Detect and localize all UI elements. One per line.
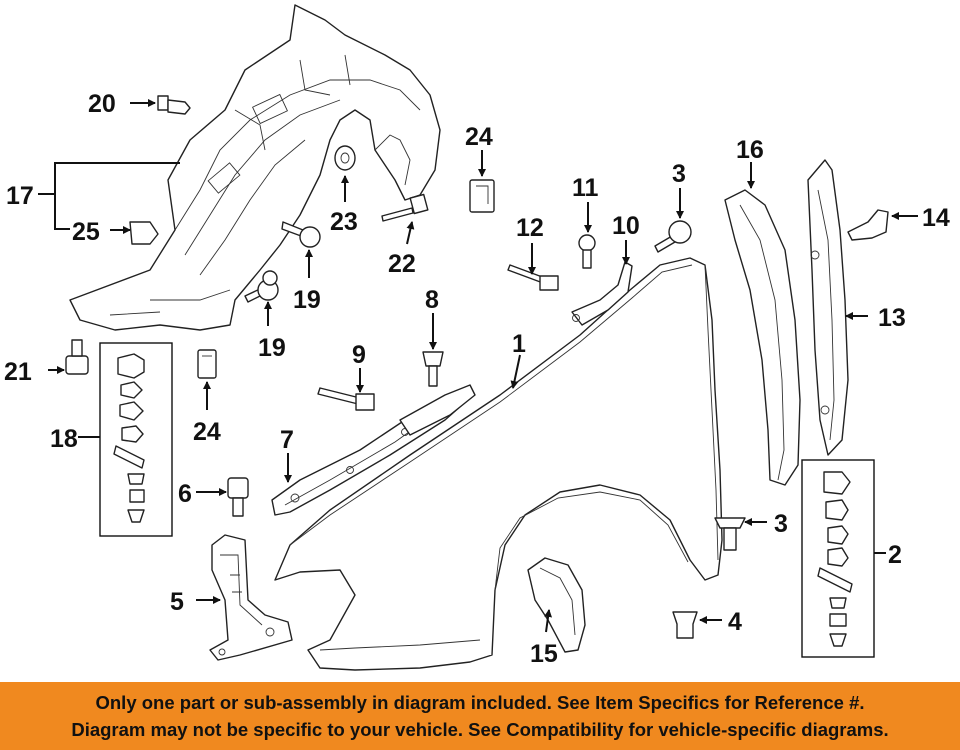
callout-12: 12: [516, 214, 544, 242]
callout-17: 17: [6, 182, 34, 210]
clip-24b: [197, 349, 217, 379]
callout-6: 6: [178, 480, 192, 508]
bolt-6: [227, 477, 249, 517]
side-bracket-part: [807, 159, 849, 456]
screw-11: [578, 234, 596, 269]
bolt-22: [381, 193, 429, 222]
disclaimer-line-2: Diagram may not be specific to your vehi…: [71, 719, 889, 740]
callout-24-top: 24: [465, 123, 493, 151]
callout-9: 9: [352, 341, 366, 369]
callout-4: 4: [728, 608, 742, 636]
callout-11: 11: [572, 174, 599, 202]
disclaimer-line-1: Only one part or sub-assembly in diagram…: [95, 692, 865, 713]
callout-labels: 20 17 25 23 22 24 19 19 21 24 18 6 7 9 8…: [4, 90, 950, 668]
callout-7: 7: [280, 426, 294, 454]
callout-18: 18: [50, 425, 78, 453]
callout-3-top: 3: [672, 160, 686, 188]
callout-3-lower: 3: [774, 510, 788, 538]
callout-25: 25: [72, 218, 100, 246]
nut-25: [129, 221, 159, 245]
small-bracket-part: [571, 261, 633, 326]
callout-13: 13: [878, 304, 906, 332]
screw-3b: [714, 517, 746, 551]
callout-8: 8: [425, 286, 439, 314]
fender-seal-part: [724, 189, 801, 486]
callout-23: 23: [330, 208, 358, 236]
callout-24-left: 24: [193, 418, 221, 446]
callout-21: 21: [4, 358, 32, 386]
callout-15: 15: [530, 640, 558, 668]
wheel-liner-part: [69, 4, 441, 331]
callout-1: 1: [512, 330, 526, 358]
hardware-kit-18: [99, 342, 173, 537]
callout-20: 20: [88, 90, 116, 118]
callout-19-upper: 19: [293, 286, 321, 314]
leader-lines: [38, 99, 918, 633]
screw-3a: [654, 220, 692, 253]
callout-19-lower: 19: [258, 334, 286, 362]
fasteners: [65, 95, 889, 639]
callout-22: 22: [388, 250, 416, 278]
clip-24a: [469, 179, 495, 213]
mount-plate-part: [399, 384, 476, 436]
washer-23: [334, 145, 356, 171]
screw-8: [422, 351, 444, 387]
disclaimer-banner: Only one part or sub-assembly in diagram…: [0, 682, 960, 750]
hardware-kit-2: [801, 459, 875, 658]
callout-16: 16: [736, 136, 764, 164]
callout-2: 2: [888, 541, 902, 569]
splash-guard-part: [527, 557, 586, 653]
lower-bracket-part: [209, 534, 293, 661]
callout-14: 14: [922, 204, 950, 232]
callout-5: 5: [170, 588, 184, 616]
pin-9: [317, 387, 375, 411]
parts-diagram: 20 17 25 23 22 24 19 19 21 24 18 6 7 9 8…: [4, 4, 950, 671]
bolt-21: [65, 339, 89, 375]
clip-14: [847, 209, 889, 241]
pin-12: [507, 264, 559, 291]
callout-10: 10: [612, 212, 640, 240]
clip-20: [157, 95, 191, 115]
bolt-19b: [244, 270, 279, 303]
nut-4: [672, 611, 698, 639]
bolt-19a: [281, 221, 321, 248]
